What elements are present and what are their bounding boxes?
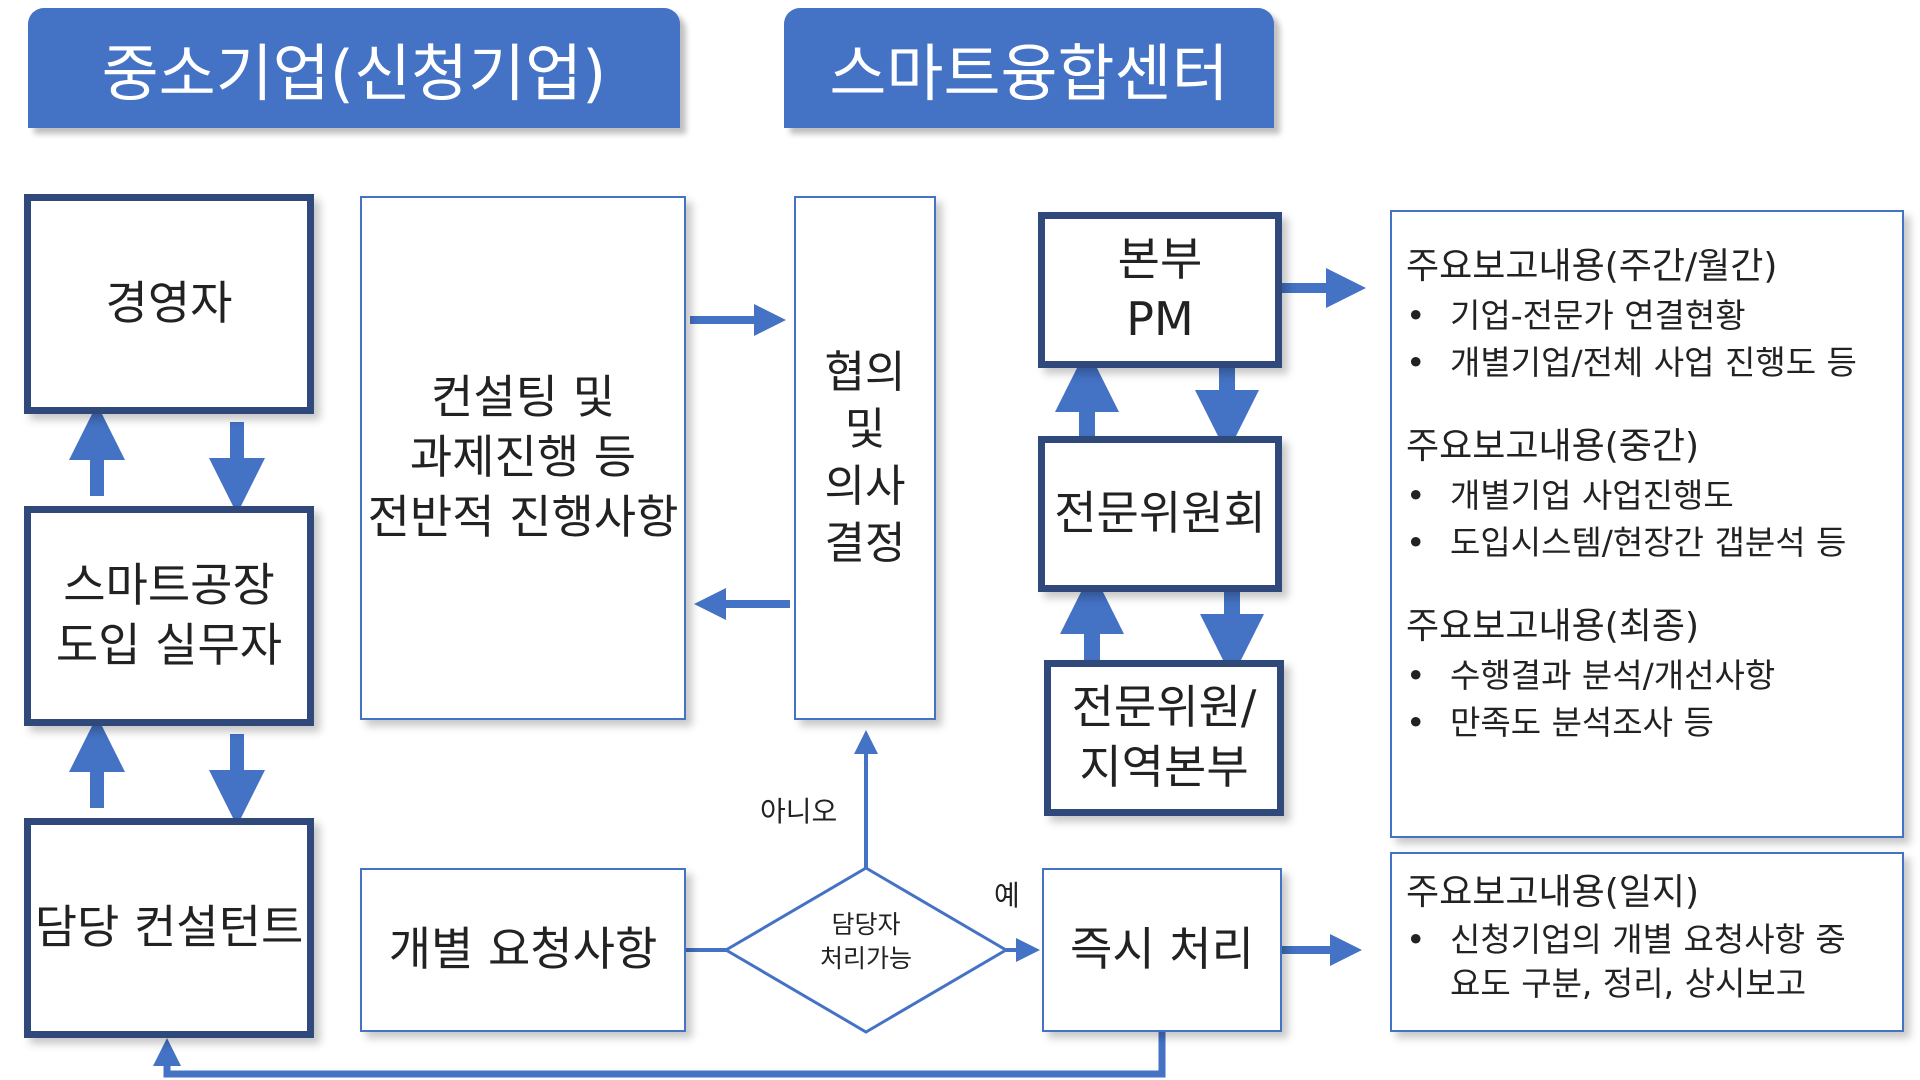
decision-line3: 의사 <box>824 461 906 512</box>
bullet: • <box>1406 656 1426 695</box>
daily-report-panel: 주요보고내용(일지) • 신청기업의 개별 요청사항 중 요도 구분, 정리, … <box>1390 852 1904 1032</box>
arrow-immediate-to-consultant <box>153 1032 1166 1078</box>
weekly-report-item: • 기업-전문가 연결현황 <box>1406 292 1882 339</box>
weekly-report-item: • 개별기업/전체 사업 진행도 등 <box>1406 339 1882 386</box>
immediate-label: 즉시 처리 <box>1070 922 1254 977</box>
consultant-box: 담당 컨설턴트 <box>24 818 314 1038</box>
final-item-text: 만족도 분석조사 등 <box>1450 703 1714 742</box>
practitioner-label-line1: 스마트공장 <box>63 558 275 613</box>
expert-line1: 전문위원/ <box>1071 680 1257 735</box>
weekly-report-title: 주요보고내용(주간/월간) <box>1406 246 1778 287</box>
committee-box: 전문위원회 <box>1038 436 1282 592</box>
progress-box: 컨설팅 및 과제진행 등 전반적 진행사항 <box>360 196 686 720</box>
interim-report-item: • 개별기업 사업진행도 <box>1406 472 1882 519</box>
decision-line1: 협의 <box>824 346 906 398</box>
expert-line2: 지역본부 <box>1079 740 1249 794</box>
decision-diamond <box>723 866 1009 1034</box>
practitioner-label-line2: 도입 실무자 <box>55 618 283 672</box>
interim-item-text: 도입시스템/현장간 갭분석 등 <box>1450 523 1847 562</box>
decision-line4: 결정 <box>824 518 906 570</box>
bullet: • <box>1406 523 1426 562</box>
bullet: • <box>1406 476 1426 515</box>
immediate-box: 즉시 처리 <box>1042 868 1282 1032</box>
interim-report-title: 주요보고내용(중간) <box>1406 426 1700 467</box>
daily-item-line2: 요도 구분, 정리, 상시보고 <box>1450 964 1807 1003</box>
progress-line1: 컨설팅 및 <box>431 370 615 425</box>
decision-box: 협의 및 의사 결정 <box>794 196 936 720</box>
interim-item-text: 개별기업 사업진행도 <box>1450 476 1734 515</box>
daily-item-line1: 신청기업의 개별 요청사항 중 <box>1450 920 1846 959</box>
bullet: • <box>1406 703 1426 742</box>
no-label: 아니오 <box>760 795 838 828</box>
diamond-line1: 담당자 <box>831 910 901 939</box>
ceo-box: 경영자 <box>24 194 314 414</box>
diamond-line2: 처리가능 <box>819 943 912 973</box>
pm-line2: PM <box>1126 292 1194 346</box>
header-sme: 중소기업(신청기업) <box>28 8 680 128</box>
committee-label: 전문위원회 <box>1054 486 1266 541</box>
yes-label: 예 <box>994 879 1020 912</box>
pm-line1: 본부 <box>1117 232 1203 287</box>
reports-panel: 주요보고내용(주간/월간) • 기업-전문가 연결현황 • 개별기업/전체 사업… <box>1390 210 1904 838</box>
expert-box: 전문위원/ 지역본부 <box>1044 660 1284 816</box>
bullet: • <box>1406 296 1426 335</box>
header-smart-center: 스마트융합센터 <box>784 8 1274 128</box>
bullet: • <box>1406 343 1426 382</box>
diamond-label: 담당자 처리가능 <box>786 908 946 976</box>
weekly-item-text: 개별기업/전체 사업 진행도 등 <box>1450 343 1857 382</box>
progress-line3: 전반적 진행사항 <box>367 489 679 544</box>
weekly-item-text: 기업-전문가 연결현황 <box>1450 296 1746 335</box>
final-item-text: 수행결과 분석/개선사항 <box>1450 656 1776 695</box>
ceo-label: 경영자 <box>105 276 233 331</box>
decision-line2: 및 <box>844 403 886 455</box>
progress-line2: 과제진행 등 <box>409 430 637 485</box>
final-report-item: • 수행결과 분석/개선사항 <box>1406 652 1882 699</box>
request-label: 개별 요청사항 <box>388 922 658 977</box>
pm-box: 본부 PM <box>1038 212 1282 368</box>
daily-report-item: • 신청기업의 개별 요청사항 중 요도 구분, 정리, 상시보고 <box>1406 918 1882 1006</box>
consultant-label: 담당 컨설턴트 <box>34 900 304 955</box>
request-box: 개별 요청사항 <box>360 868 686 1032</box>
daily-report-title: 주요보고내용(일지) <box>1406 872 1700 913</box>
final-report-title: 주요보고내용(최종) <box>1406 606 1700 647</box>
interim-report-item: • 도입시스템/현장간 갭분석 등 <box>1406 519 1882 566</box>
final-report-item: • 만족도 분석조사 등 <box>1406 699 1882 746</box>
bullet: • <box>1406 920 1426 959</box>
practitioner-box: 스마트공장 도입 실무자 <box>24 506 314 726</box>
